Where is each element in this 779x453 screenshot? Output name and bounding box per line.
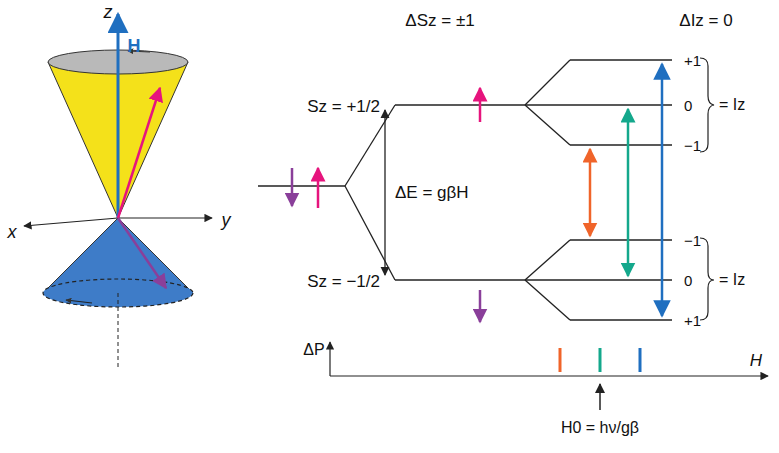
axis-label: ΔP [303,342,324,358]
resonance-field-label: H0 = hν/gβ [561,420,639,436]
field-label: H [128,37,141,55]
energy-gap-arrow [384,110,385,275]
transitions [590,64,662,316]
axis-label: H [750,352,762,369]
level-label: Sz = +1/2 [307,98,380,115]
nuclear-spin-number: −1 [684,138,701,153]
energy-levels [258,60,672,320]
axis-label: z [104,3,113,21]
nuclear-spin-number: 0 [684,273,692,288]
axis-label: y [222,211,231,229]
axis-label: x [8,223,17,241]
brace-label: = Iz [719,272,745,288]
energy-gap-label: ΔE = gβH [395,184,469,201]
spin-vectors [118,88,166,288]
axes [24,14,212,226]
brace-label: = Iz [719,97,745,113]
nuclear-spin-number: −1 [684,233,701,248]
nuclear-spin-number: +1 [684,313,701,328]
braces [700,58,714,320]
nuclear-spin-number: +1 [684,53,701,68]
level-label: Sz = −1/2 [307,273,380,290]
spin-arrows [292,88,480,322]
nuclear-spin-number: 0 [684,98,692,113]
selection-rule: ΔSz = ±1 [405,12,474,29]
selection-rule: ΔIz = 0 [679,12,732,29]
spectrum-axes [330,342,768,410]
